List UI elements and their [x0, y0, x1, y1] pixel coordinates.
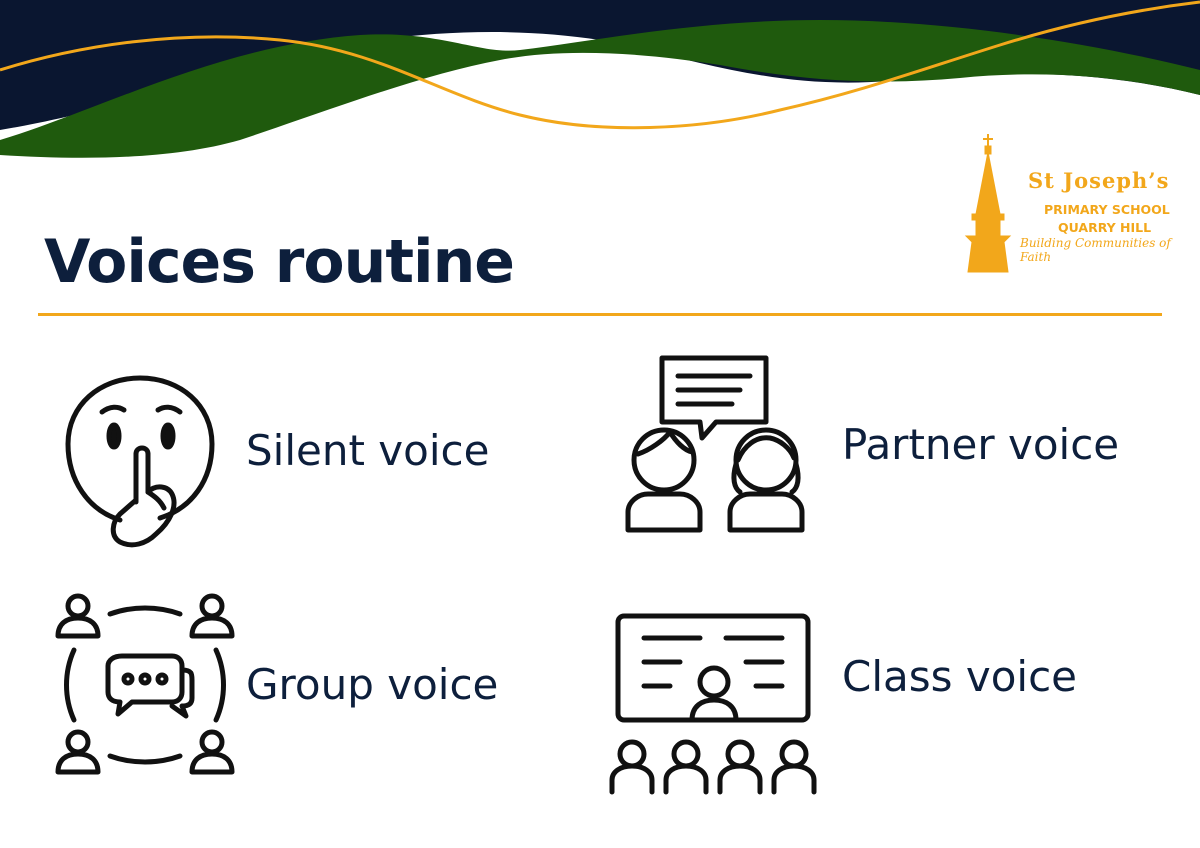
class-presentation-icon — [609, 613, 817, 795]
school-location: QUARRY HILL — [1058, 220, 1152, 235]
church-spire-icon — [964, 134, 1012, 273]
school-type: PRIMARY SCHOOL — [1044, 202, 1170, 217]
school-motto: Building Communities of Faith — [1020, 236, 1171, 264]
page-title: Voices routine — [44, 227, 515, 297]
partners-talking-icon — [625, 355, 805, 533]
shush-face-icon — [65, 375, 215, 548]
gold-wave-line — [0, 0, 1200, 130]
green-wave — [0, 20, 1200, 158]
header-wave-banner — [0, 0, 1200, 160]
title-divider — [38, 313, 1162, 316]
school-logo — [964, 134, 1012, 273]
group-voice-label: Group voice — [246, 660, 499, 709]
partner-voice-label: Partner voice — [842, 420, 1120, 469]
class-voice-label: Class voice — [842, 652, 1077, 701]
school-name: St Joseph’s — [1028, 168, 1170, 193]
silent-voice-label: Silent voice — [246, 426, 490, 475]
group-discussion-icon — [55, 593, 235, 775]
